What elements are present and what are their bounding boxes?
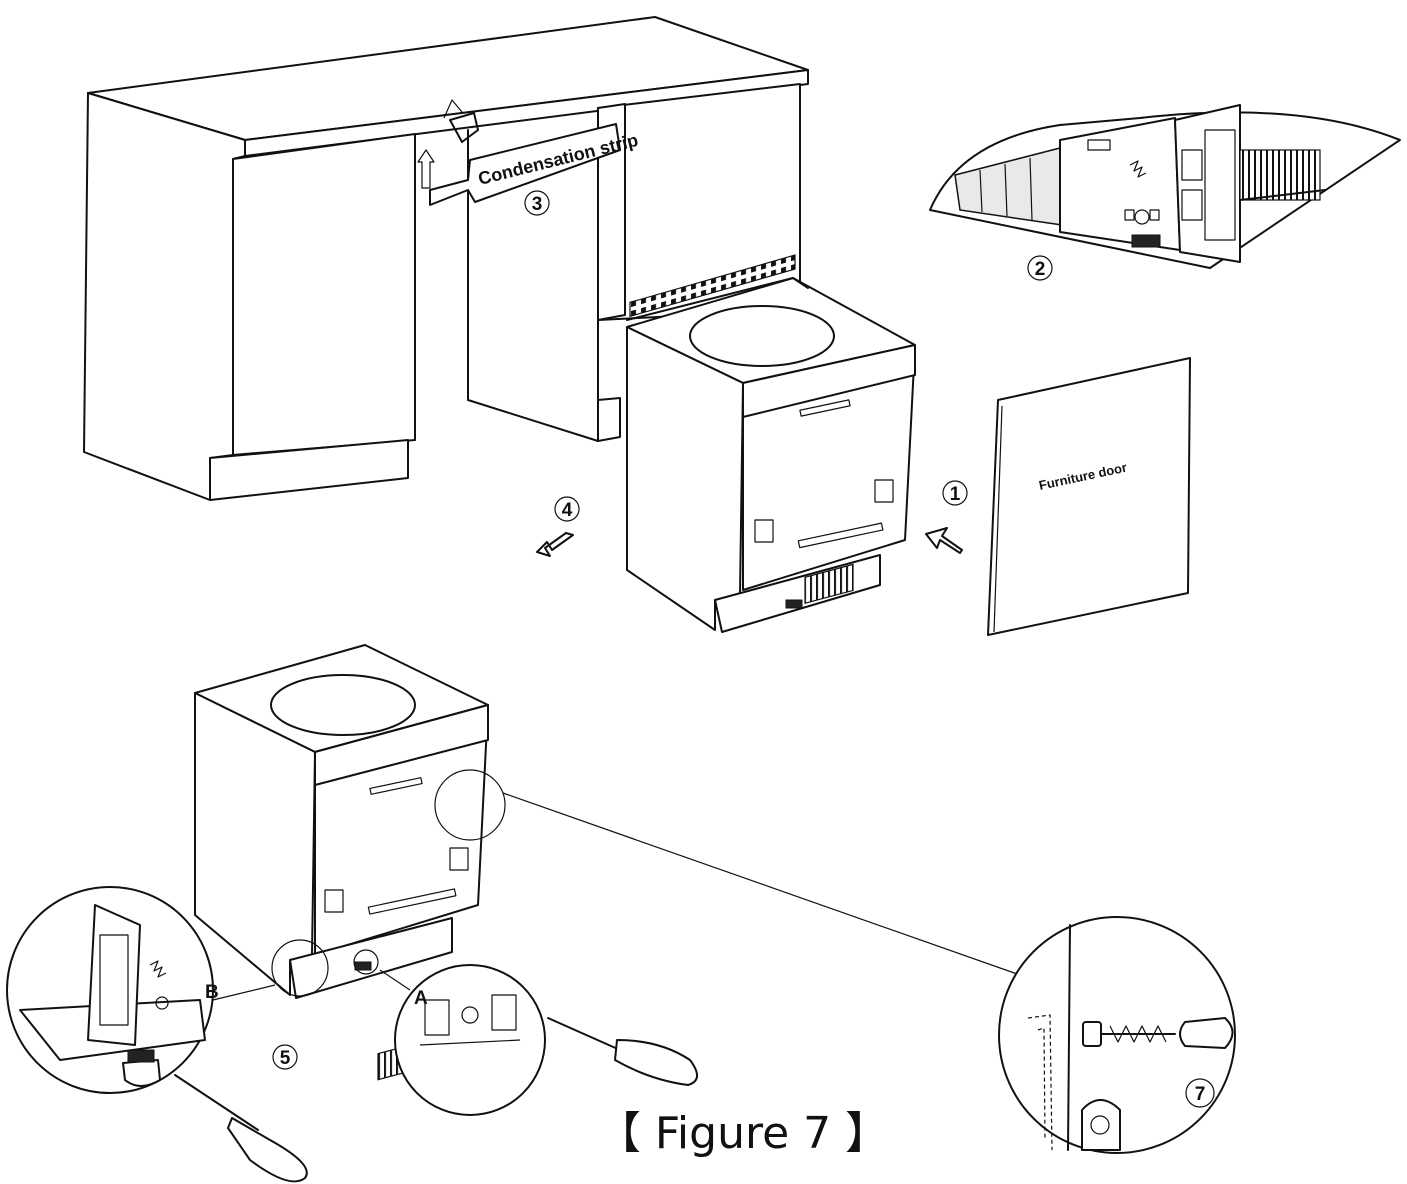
step-7-circle — [1185, 1078, 1215, 1108]
figure-caption: 【 Figure 7 】 — [597, 1108, 889, 1159]
screwdriver-icon — [227, 1117, 308, 1183]
arrow-left-icon — [925, 527, 963, 554]
detail-a-letter: A — [414, 988, 428, 1009]
detail-b-letter: B — [205, 982, 219, 1003]
step-4-number: 4 — [562, 500, 573, 521]
detail-2-hinge-closeup: 2 — [929, 104, 1401, 281]
dishwasher-lower — [194, 644, 1021, 1081]
step-3-number: 3 — [532, 194, 543, 215]
step-3-circle — [524, 190, 550, 216]
detail-b-closeup: B 5 — [6, 886, 308, 1183]
dishwasher-upper: 4 — [536, 254, 963, 633]
arrow-left-icon — [536, 532, 574, 557]
step-4-circle — [554, 496, 580, 522]
step-1-circle — [942, 480, 968, 506]
detail-7-screw-closeup: 7 — [998, 916, 1236, 1154]
kitchen-cabinet: Condensation strip 3 — [83, 16, 809, 501]
step-2-circle — [1027, 255, 1053, 281]
screwdriver-icon — [614, 1039, 698, 1086]
furniture-door-panel: Furniture door 1 — [942, 357, 1191, 636]
step-1-number: 1 — [950, 484, 961, 505]
step-2-number: 2 — [1035, 259, 1046, 280]
step-7-number: 7 — [1195, 1084, 1206, 1105]
step-5-number: 5 — [280, 1048, 291, 1069]
step-5-circle — [272, 1044, 298, 1070]
detail-a-closeup: A — [379, 964, 698, 1116]
